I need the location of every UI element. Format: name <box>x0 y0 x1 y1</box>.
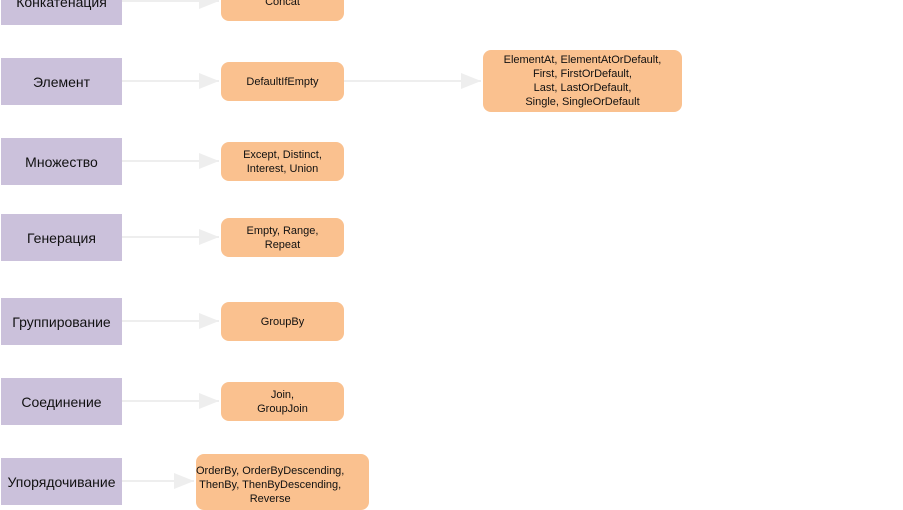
operators-generation: Empty, Range,Repeat <box>221 218 344 257</box>
category-generation: Генерация <box>1 214 122 261</box>
category-element: Элемент <box>1 58 122 105</box>
category-join: Соединение <box>1 378 122 425</box>
operators-ordering: OrderBy, OrderByDescending,ThenBy, ThenB… <box>196 454 369 510</box>
operators-join: Join,GroupJoin <box>221 382 344 421</box>
category-ordering: Упорядочивание <box>1 458 122 505</box>
operators-grouping: GroupBy <box>221 302 344 341</box>
operators-element-next: ElementAt, ElementAtOrDefault,First, Fir… <box>483 50 682 112</box>
category-grouping: Группирование <box>1 298 122 345</box>
category-concatenation: Конкатенация <box>1 0 122 25</box>
operators-concat: Concat <box>221 0 344 21</box>
operators-element: DefaultIfEmpty <box>221 62 344 101</box>
category-set: Множество <box>1 138 122 185</box>
operators-set: Except, Distinct,Interest, Union <box>221 142 344 181</box>
